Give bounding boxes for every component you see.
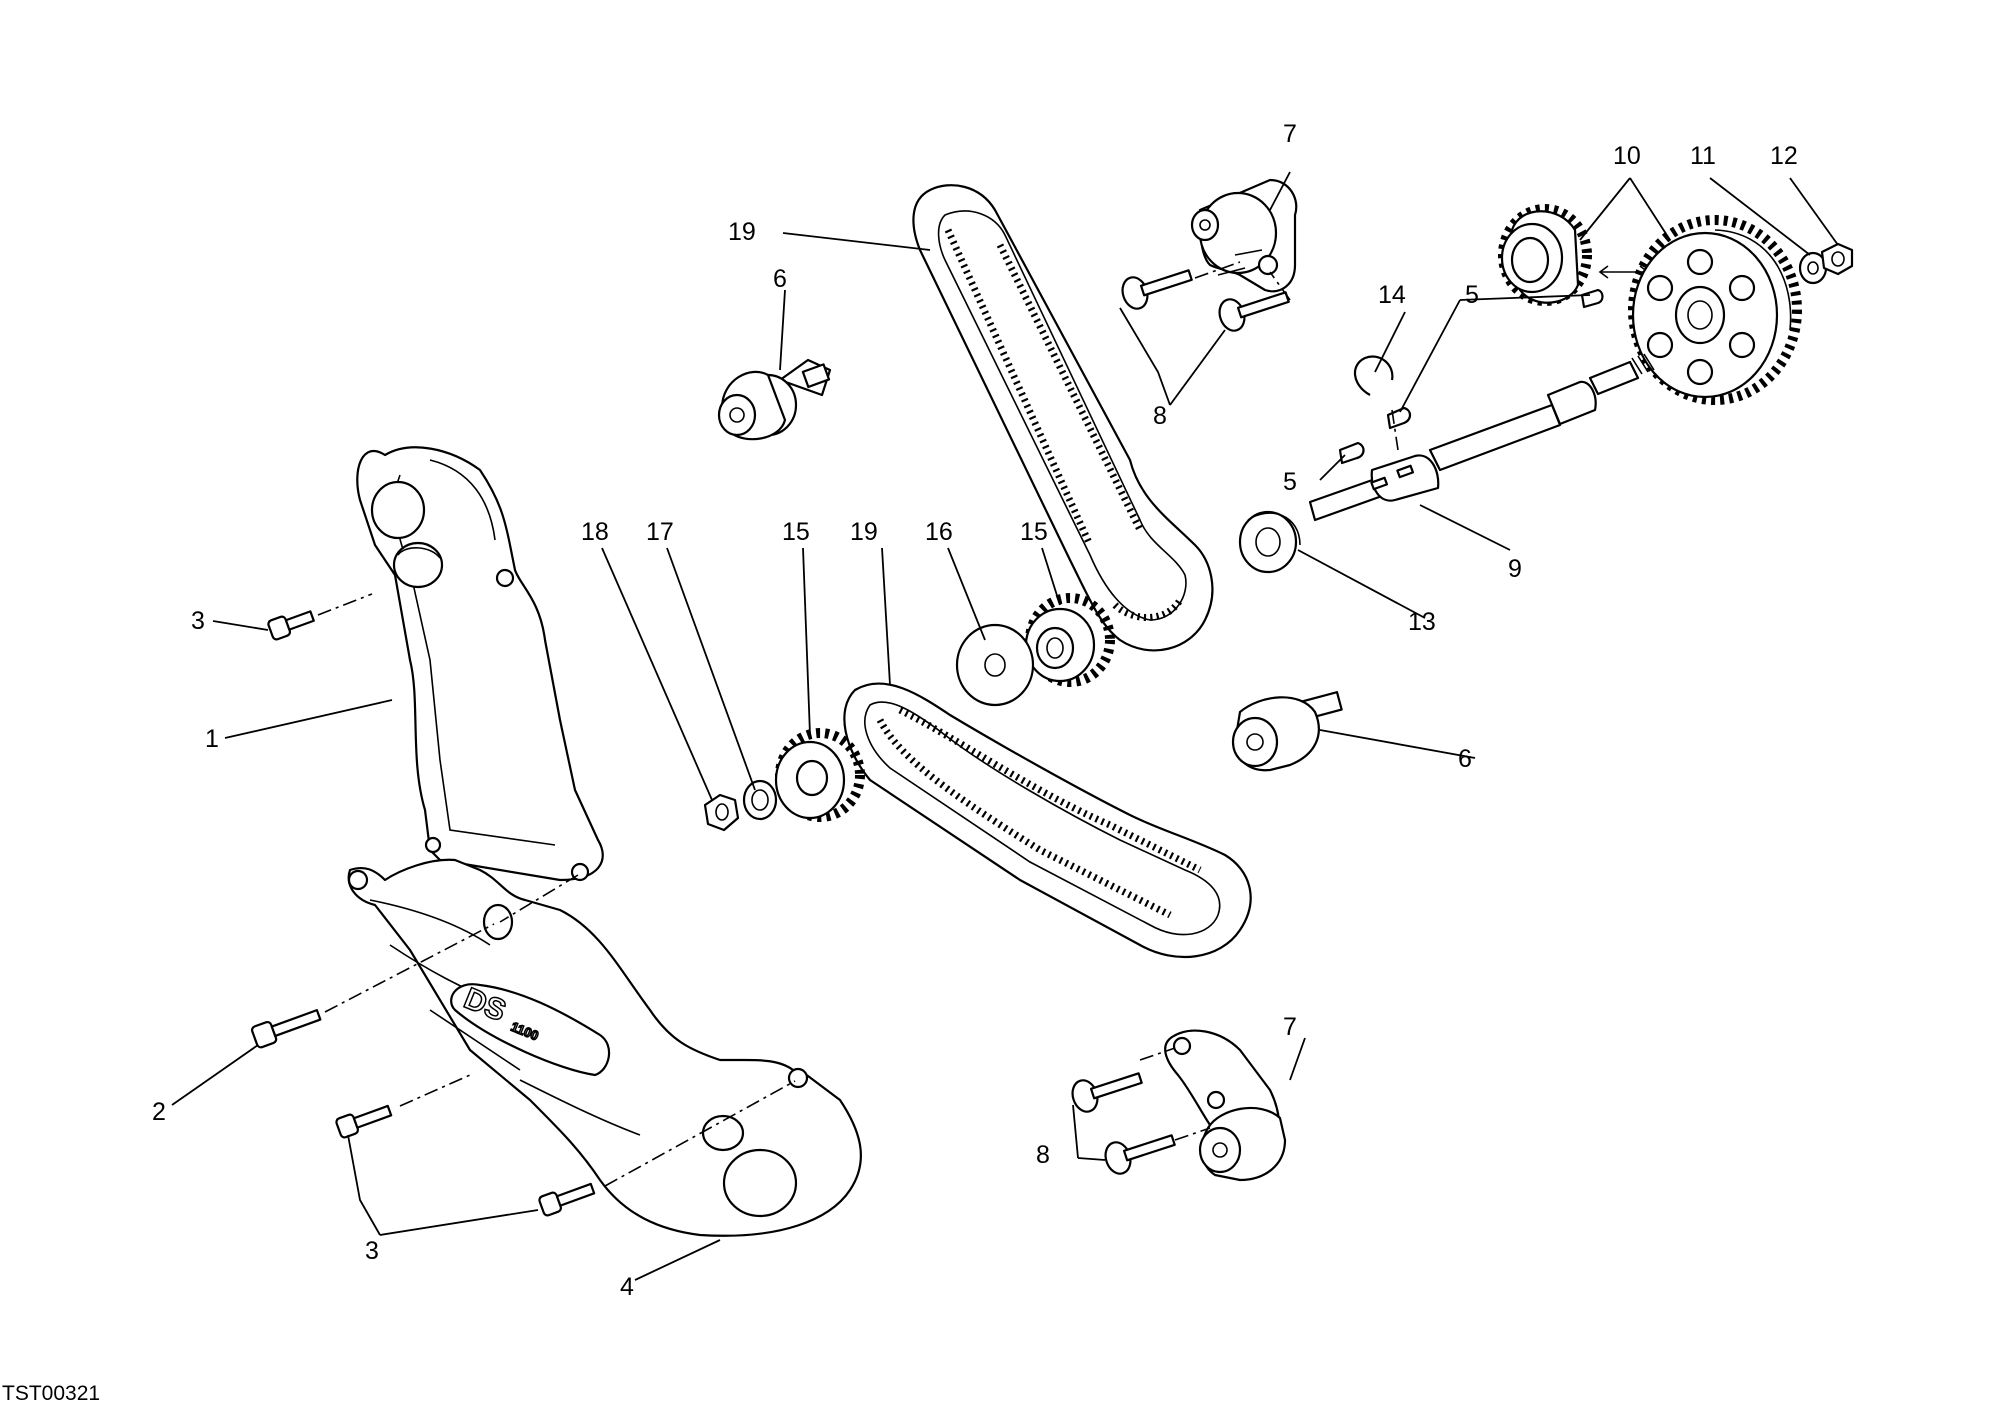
callout-17: 17 bbox=[646, 518, 674, 546]
woodruff-key-5-upper bbox=[1386, 406, 1412, 430]
assembly-line-screw-3a bbox=[317, 593, 373, 616]
callout-2: 2 bbox=[152, 1098, 166, 1126]
callout-15: 15 bbox=[782, 518, 810, 546]
nut-18 bbox=[703, 793, 740, 832]
tensioner-roller-6-upper bbox=[717, 358, 832, 441]
assembly-line-bolt-8-lower bbox=[1139, 1047, 1211, 1141]
callout-6: 6 bbox=[1458, 745, 1472, 773]
callout-7: 7 bbox=[1283, 120, 1297, 148]
callout-4: 4 bbox=[620, 1273, 634, 1301]
callout-5: 5 bbox=[1283, 468, 1297, 496]
callout-13: 13 bbox=[1408, 608, 1436, 636]
callout-10: 10 bbox=[1613, 142, 1641, 170]
nut-12 bbox=[1820, 242, 1854, 276]
timing-belt-lower bbox=[843, 682, 1252, 959]
drawing-code: TST00321 bbox=[2, 1382, 100, 1405]
screw-3-mid bbox=[335, 1104, 393, 1139]
belt-pulley-15-left bbox=[774, 728, 865, 822]
screw-3-lower bbox=[538, 1182, 596, 1217]
callout-19: 19 bbox=[728, 218, 756, 246]
tensioner-bracket-7-lower bbox=[1164, 1029, 1287, 1182]
callout-3: 3 bbox=[191, 607, 205, 635]
washer-16 bbox=[955, 623, 1035, 707]
screw-2 bbox=[250, 1009, 322, 1049]
callout-14: 14 bbox=[1378, 281, 1406, 309]
belt-pulley-15-right bbox=[1024, 593, 1115, 687]
assembly-line-screw-3b bbox=[399, 1074, 471, 1107]
assembly-line-cover-4 bbox=[499, 874, 579, 923]
screw-3-upper bbox=[267, 610, 315, 641]
callout-5: 5 bbox=[1465, 281, 1479, 309]
assembly-line-key-5 bbox=[1391, 409, 1399, 451]
cover-screws bbox=[250, 610, 596, 1217]
callout-19: 19 bbox=[850, 518, 878, 546]
leader-lines bbox=[171, 171, 1839, 1281]
callout-8: 8 bbox=[1036, 1141, 1050, 1169]
assembly-line-bolt-8-upper bbox=[1194, 261, 1291, 301]
callout-8: 8 bbox=[1153, 402, 1167, 430]
upper-belt-cover bbox=[356, 446, 604, 882]
woodruff-key-5-gear bbox=[1580, 288, 1604, 309]
woodruff-key-5-lower bbox=[1338, 441, 1365, 465]
callout-18: 18 bbox=[581, 518, 609, 546]
callout-3: 3 bbox=[365, 1237, 379, 1265]
callout-16: 16 bbox=[925, 518, 953, 546]
callout-labels: 3 1 2 3 4 6 19 7 8 10 11 12 14 5 5 9 13 … bbox=[152, 120, 1798, 1301]
callout-1: 1 bbox=[205, 725, 219, 753]
callout-6: 6 bbox=[773, 265, 787, 293]
assembly-line-screw-2 bbox=[324, 923, 495, 1013]
tensioner-roller-6-lower bbox=[1231, 691, 1343, 772]
bolt-8-lower-2 bbox=[1104, 1134, 1176, 1175]
assembly-line-screw-3c bbox=[604, 1080, 796, 1187]
timing-gear-small-10 bbox=[1498, 204, 1592, 306]
callout-9: 9 bbox=[1508, 555, 1522, 583]
callout-7: 7 bbox=[1283, 1013, 1297, 1041]
bolt-8-upper-1 bbox=[1121, 269, 1193, 310]
bolt-8-lower-1 bbox=[1071, 1072, 1143, 1113]
timing-belt-upper bbox=[912, 184, 1214, 652]
lower-belt-cover: DS 1100 bbox=[347, 858, 862, 1237]
camshaft-9 bbox=[1308, 353, 1655, 522]
circlip-14 bbox=[1354, 355, 1394, 396]
spacer-13 bbox=[1238, 510, 1301, 574]
callout-12: 12 bbox=[1770, 142, 1798, 170]
callout-15: 15 bbox=[1020, 518, 1048, 546]
washer-17 bbox=[742, 779, 778, 821]
tensioner-bracket-7-upper bbox=[1190, 178, 1298, 293]
timing-gear-large-10 bbox=[1628, 215, 1802, 405]
callout-11: 11 bbox=[1690, 142, 1716, 170]
